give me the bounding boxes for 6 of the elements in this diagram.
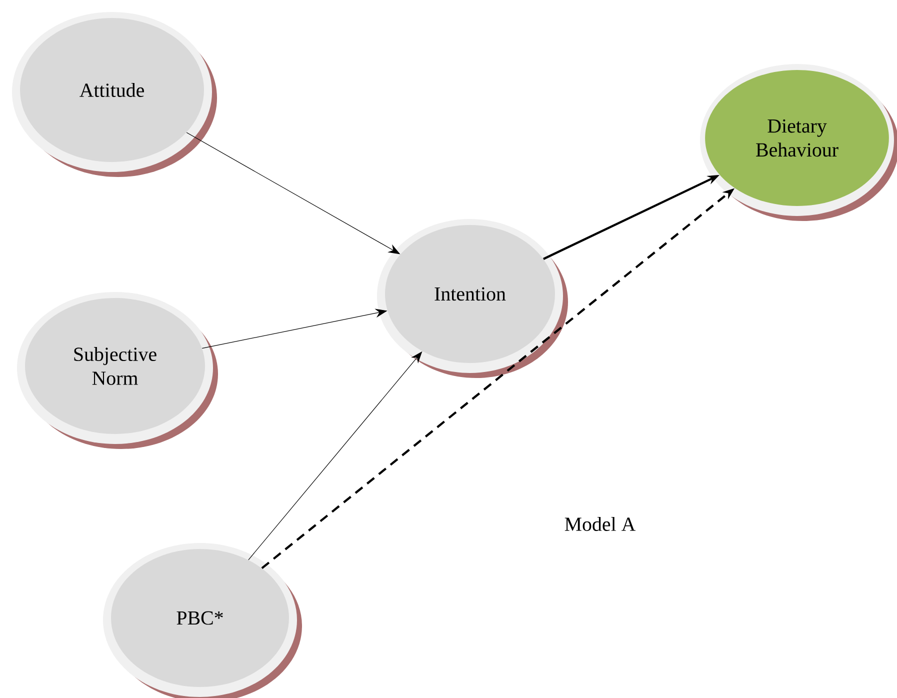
ellipse-node: Attitude [12, 12, 217, 177]
model-label: Model A [564, 516, 636, 531]
ellipse-node: Subjective Norm [17, 292, 218, 449]
ellipse-node: PBC* [103, 543, 302, 698]
ellipse-node: Intention [377, 219, 568, 378]
ellipse-node: Dietary Behaviour [700, 64, 897, 221]
